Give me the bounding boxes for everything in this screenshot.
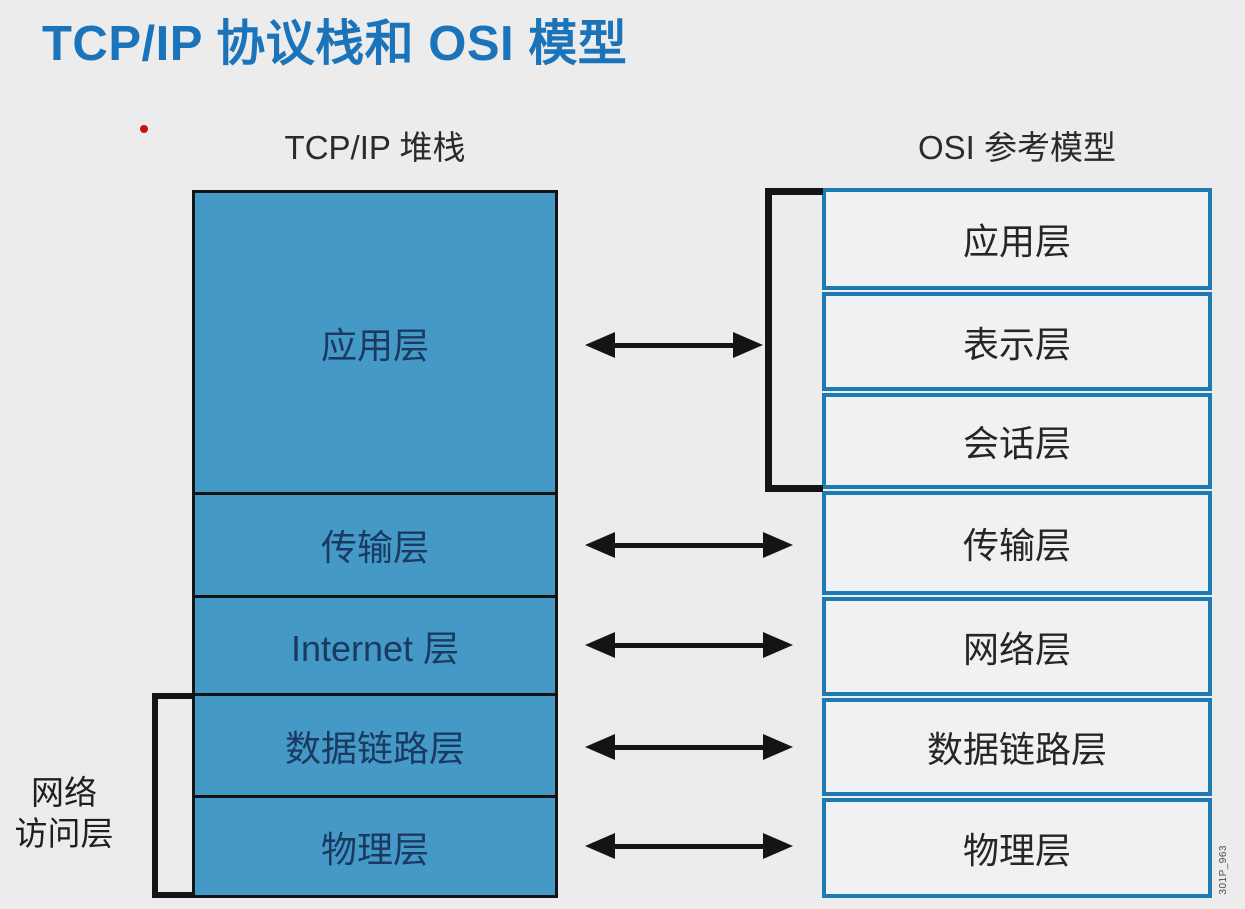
tcp-layer-transport: 传输层 bbox=[195, 492, 555, 595]
bidirectional-arrow-transport bbox=[585, 531, 793, 559]
tcp-layer-physical: 物理层 bbox=[195, 795, 555, 895]
osi-layer-application: 应用层 bbox=[822, 188, 1212, 290]
watermark-code: 301P_963 bbox=[1218, 845, 1229, 895]
bidirectional-arrow-internet-network bbox=[585, 631, 793, 659]
osi-layer-network: 网络层 bbox=[822, 597, 1212, 696]
tcp-layer-datalink: 数据链路层 bbox=[195, 693, 555, 795]
tcp-layer-internet: Internet 层 bbox=[195, 595, 555, 693]
page-title: TCP/IP 协议栈和 OSI 模型 bbox=[42, 17, 628, 71]
tcp-layer-application: 应用层 bbox=[320, 324, 429, 366]
bidirectional-arrow-datalink bbox=[585, 733, 793, 761]
network-access-layer-label-line2: 访问层 bbox=[14, 815, 114, 852]
tcp-ip-stack: 应用层 传输层 Internet 层 数据链路层 物理层 bbox=[192, 190, 558, 898]
bidirectional-arrow-application bbox=[585, 331, 763, 359]
osi-layer-physical: 物理层 bbox=[822, 798, 1212, 898]
osi-layer-transport: 传输层 bbox=[822, 491, 1212, 595]
osi-stack-header: OSI 参考模型 bbox=[917, 129, 1117, 166]
osi-layer-session: 会话层 bbox=[822, 393, 1212, 489]
bidirectional-arrow-physical bbox=[585, 832, 793, 860]
network-access-layer-label: 网络 访问层 bbox=[0, 772, 134, 854]
network-access-bracket bbox=[152, 693, 193, 898]
network-access-layer-label-line1: 网络 bbox=[31, 774, 97, 811]
osi-layer-presentation: 表示层 bbox=[822, 292, 1212, 391]
red-dot-marker bbox=[140, 125, 148, 133]
tcp-stack-header: TCP/IP 堆栈 bbox=[284, 129, 466, 166]
osi-upper-layers-bracket bbox=[765, 188, 823, 492]
osi-layer-datalink: 数据链路层 bbox=[822, 698, 1212, 796]
